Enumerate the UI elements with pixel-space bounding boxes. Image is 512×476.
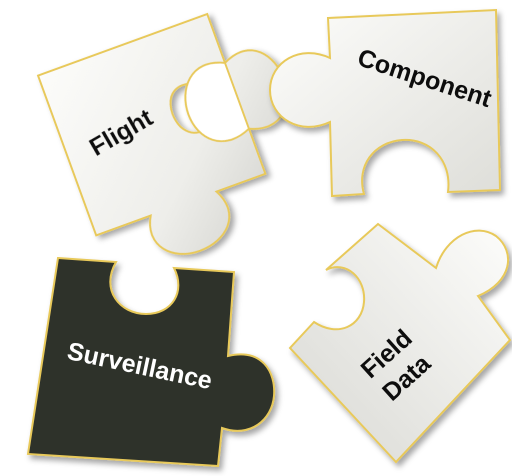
puzzle-piece-component-shape bbox=[268, 8, 502, 198]
puzzle-piece-flight-shape bbox=[36, 12, 289, 255]
puzzle-piece-surveillance: Surveillance bbox=[26, 256, 276, 468]
puzzle-piece-field-data: Field Data bbox=[288, 222, 512, 464]
puzzle-piece-field-data-shape bbox=[288, 222, 512, 464]
puzzle-piece-surveillance-shape bbox=[26, 256, 276, 468]
puzzle-piece-component: Component bbox=[268, 8, 502, 198]
puzzle-piece-flight-socket bbox=[184, 61, 251, 143]
puzzle-piece-flight: Flight bbox=[36, 12, 289, 255]
